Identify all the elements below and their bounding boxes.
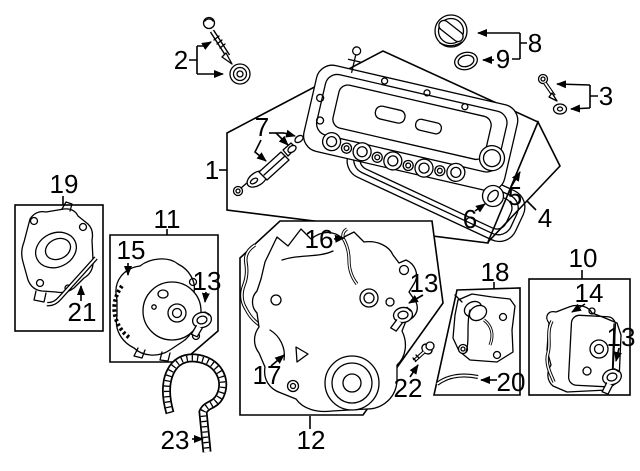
spool-valve-art	[232, 134, 304, 197]
callout-21[interactable]: 21	[68, 297, 97, 327]
clip-13-c-art	[601, 368, 622, 395]
side-cover-14-art	[546, 304, 622, 393]
bolt-2-art	[202, 16, 251, 85]
callout-23[interactable]: 23	[161, 425, 190, 455]
group-box-11	[109, 234, 219, 363]
callout-2[interactable]: 2	[174, 45, 188, 75]
callout-16[interactable]: 16	[305, 224, 334, 254]
callout-7[interactable]: 7	[255, 112, 269, 142]
group-box-12	[239, 220, 444, 416]
callout-18[interactable]: 18	[481, 257, 510, 287]
callout-13-box12[interactable]: 13	[410, 268, 439, 298]
bolt-22-art	[412, 341, 435, 363]
callout-22[interactable]: 22	[394, 373, 423, 403]
callout-13-box11[interactable]: 13	[193, 266, 222, 296]
clip-13-a-art	[190, 311, 213, 338]
bolt-3-art	[537, 73, 568, 115]
callout-20[interactable]: 20	[497, 367, 526, 397]
group-box-10	[528, 278, 631, 396]
callout-8[interactable]: 8	[528, 28, 542, 58]
group-box-18	[433, 287, 521, 396]
callout-14[interactable]: 14	[575, 278, 604, 308]
callout-19[interactable]: 19	[50, 169, 79, 199]
tube-seal-art	[481, 184, 505, 208]
callout-5[interactable]: 5	[508, 181, 522, 211]
oil-filler-cap-art	[434, 14, 468, 48]
timing-belt-art	[162, 353, 228, 453]
group-box-19	[14, 201, 104, 332]
callout-3[interactable]: 3	[599, 81, 613, 111]
callout-9[interactable]: 9	[496, 44, 510, 74]
filler-cap-seal-art	[454, 51, 478, 71]
callout-15[interactable]: 15	[117, 235, 146, 265]
callout-1[interactable]: 1	[205, 155, 219, 185]
callout-17[interactable]: 17	[253, 360, 282, 390]
callout-4[interactable]: 4	[538, 203, 552, 233]
valve-cover-art	[302, 46, 519, 192]
leader-lines	[62, 29, 622, 443]
clip-13-b-art	[390, 306, 414, 332]
callout-11[interactable]: 11	[154, 204, 181, 234]
callout-13-box10[interactable]: 13	[607, 322, 636, 352]
callout-10[interactable]: 10	[569, 243, 598, 273]
timing-cover-art	[251, 228, 418, 413]
callout-6[interactable]: 6	[463, 204, 477, 234]
callout-12[interactable]: 12	[297, 425, 326, 455]
